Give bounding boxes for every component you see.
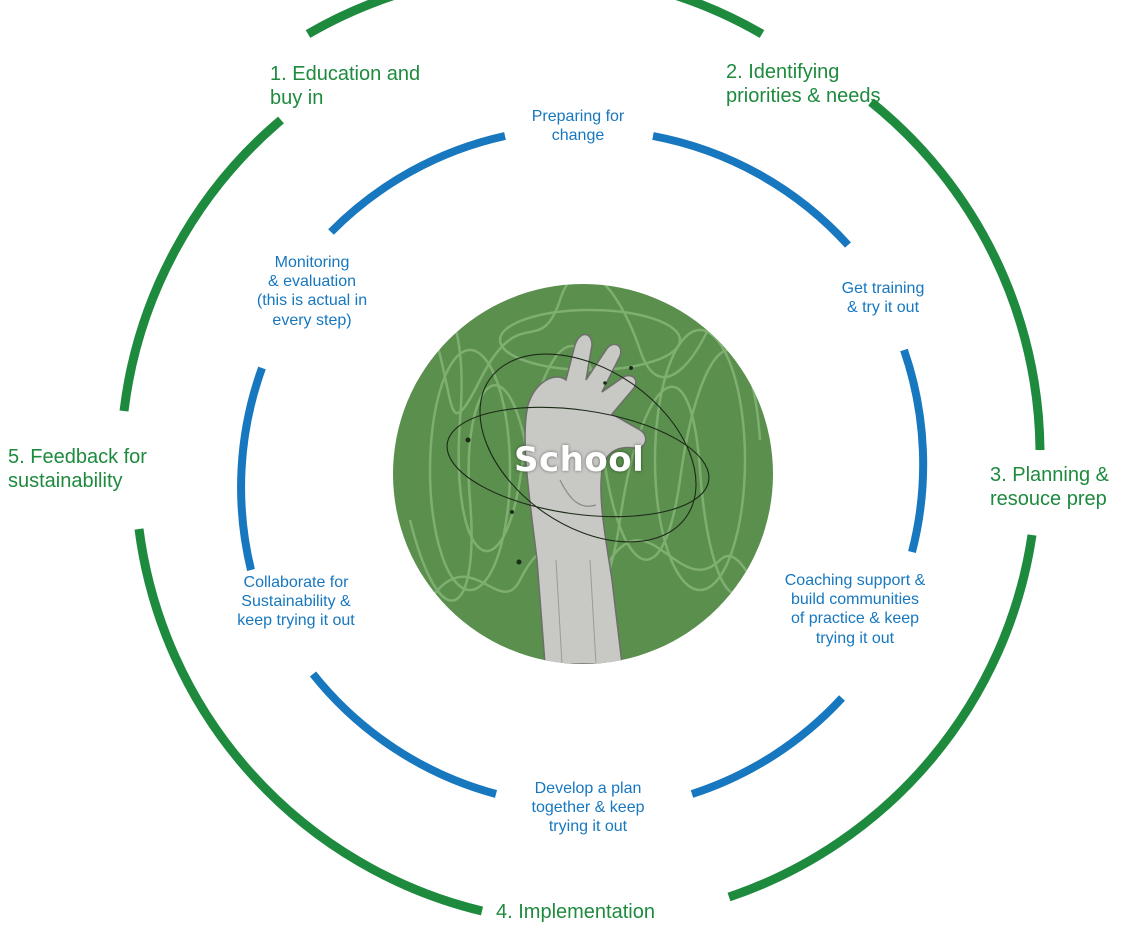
outer-stage-implementation: 4. Implementation [496, 901, 655, 923]
inner-step-collaborate: Collaborate for Sustainability & keep tr… [237, 574, 355, 630]
outer-arc-top [305, 0, 765, 38]
outer-arc-right [868, 98, 1045, 451]
inner-arc-1 [652, 132, 851, 248]
outer-arc-left [119, 116, 284, 412]
inner-arc-4 [309, 671, 498, 798]
outer-arc-bottom-left [134, 528, 484, 916]
outer-arc-bottom-right [727, 534, 1037, 902]
outer-stage-feedback: 5. Feedback for sustainability [8, 446, 147, 492]
inner-step-monitoring: Monitoring & evaluation (this is actual … [256, 254, 368, 329]
inner-step-develop: Develop a plan together & keep trying it… [531, 780, 645, 836]
inner-arc-6 [328, 132, 506, 235]
orbit-dots [465, 366, 633, 565]
inner-ring [237, 132, 928, 798]
outer-ring [119, 0, 1045, 916]
raised-hand-image [524, 333, 647, 664]
inner-step-coaching: Coaching support & build communities of … [784, 572, 926, 647]
center-title: School [514, 440, 645, 480]
inner-step-preparing: Preparing for change [531, 108, 625, 145]
orbit-lines [446, 353, 710, 543]
outer-stage-identifying: 2. Identifying priorities & needs [726, 61, 881, 107]
outer-stage-planning: 3. Planning & resouce prep [990, 464, 1109, 510]
inner-step-training: Get training & try it out [841, 280, 925, 317]
inner-arc-5 [237, 366, 266, 571]
inner-arc-2 [900, 348, 928, 554]
outer-stage-education: 1. Education and buy in [270, 63, 421, 109]
inner-arc-3 [690, 695, 845, 798]
